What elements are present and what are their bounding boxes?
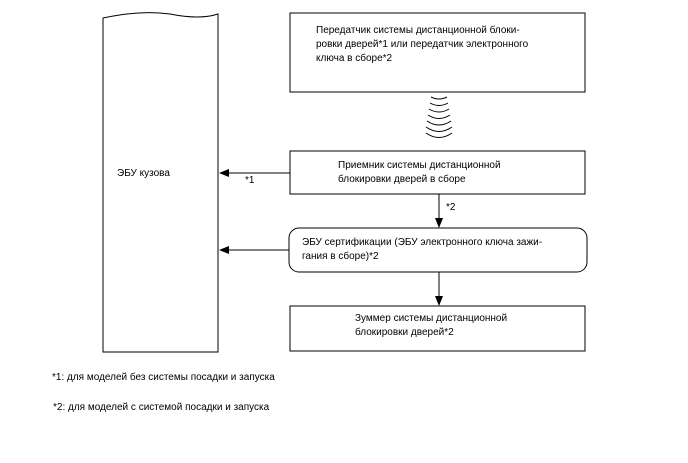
receiver-label: Приемник системы дистанционной блокировк… <box>338 160 501 185</box>
certification-ecu-label: ЭБУ сертификации (ЭБУ электронного ключа… <box>302 237 543 262</box>
transmitter-label: Передатчик системы дистанционной блоки- … <box>316 25 529 64</box>
arrow-label-note2: *2 <box>446 202 456 213</box>
arrow-label-note1: *1 <box>245 175 255 186</box>
buzzer-box <box>289 305 586 352</box>
radio-signal-icon <box>425 96 453 138</box>
body-ecu-label: ЭБУ кузова <box>117 168 170 179</box>
footnote-1: *1: для моделей без системы посадки и за… <box>52 372 275 383</box>
buzzer-label: Зуммер системы дистанционной блокировки … <box>355 313 508 338</box>
footnote-2: *2: для моделей с системой посадки и зап… <box>53 402 270 413</box>
transmitter-box <box>289 12 586 93</box>
body-ecu-box <box>102 12 219 353</box>
